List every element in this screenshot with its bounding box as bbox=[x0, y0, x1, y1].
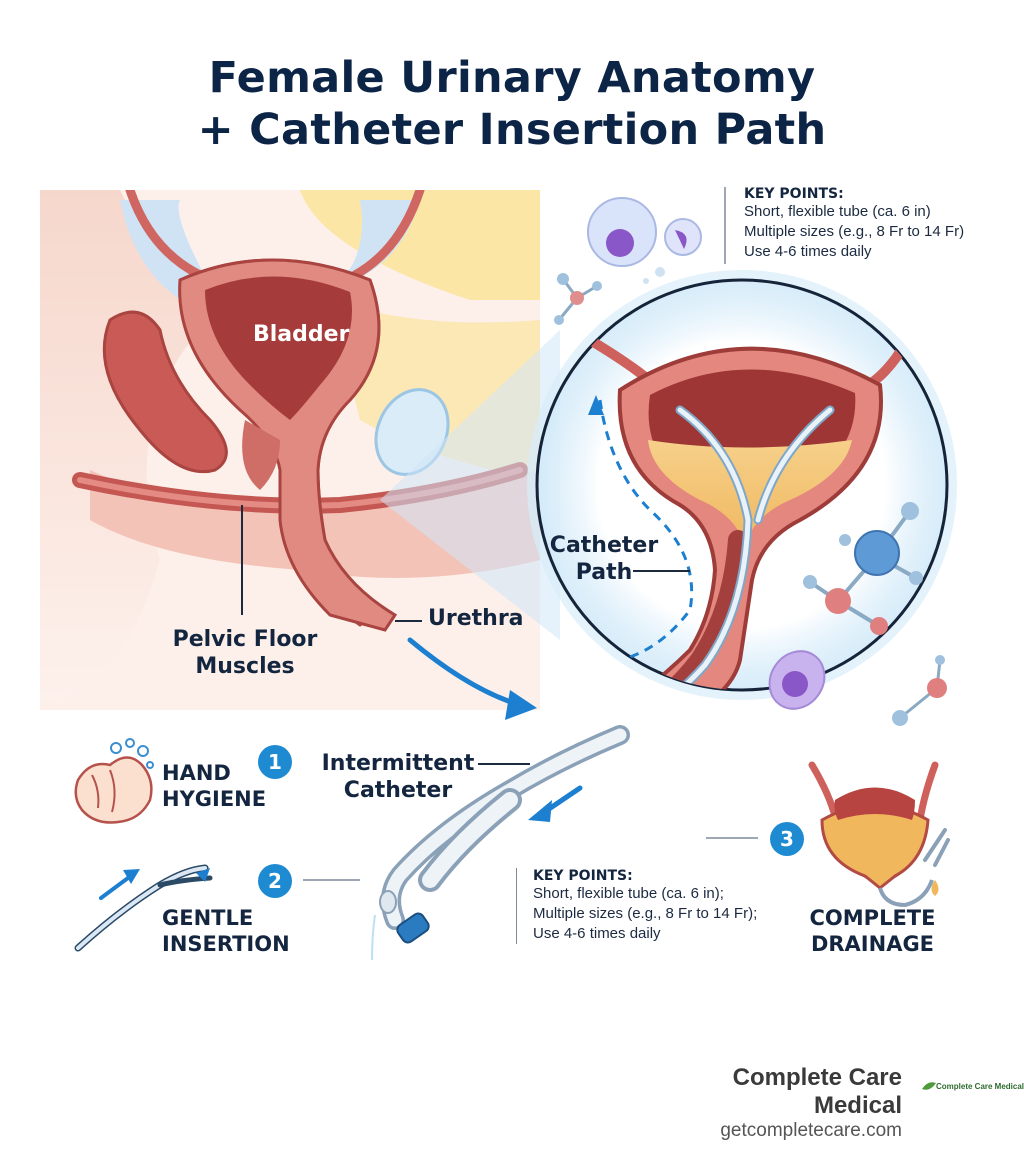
step-2-badge: 2 bbox=[258, 864, 292, 898]
intermittent-line-1: Intermittent bbox=[321, 751, 475, 776]
brand-logo: Complete Care Medical bbox=[936, 1082, 1024, 1091]
catheter-path-line-1: Catheter bbox=[549, 533, 659, 558]
brand-name: Complete Care Medical bbox=[732, 1064, 902, 1119]
pelvic-floor-line-1: Pelvic Floor bbox=[172, 627, 318, 652]
step-1-line-1: HAND bbox=[162, 761, 231, 785]
key-points-top-title: KEY POINTS: bbox=[744, 186, 844, 202]
brand-block: Complete Care Medical getcompletecare.co… bbox=[640, 1064, 902, 1142]
key-points-top-line-1: Short, flexible tube (ca. 6 in) bbox=[744, 203, 931, 220]
step-3-line-1: COMPLETE bbox=[809, 906, 936, 930]
drainage-bladder-icon bbox=[808, 761, 950, 908]
key-points-bottom-line-2: Multiple sizes (e.g., 8 Fr to 14 Fr); bbox=[533, 905, 758, 922]
catheter-path-line-2: Path bbox=[575, 560, 633, 585]
key-points-bottom-line-1: Short, flexible tube (ca. 6 in); bbox=[533, 885, 724, 902]
step-1-badge: 1 bbox=[258, 745, 292, 779]
step-3-badge: 3 bbox=[770, 822, 804, 856]
page-title: Female Urinary Anatomy + Catheter Insert… bbox=[0, 52, 1024, 156]
key-points-bottom-line-3: Use 4-6 times daily bbox=[533, 925, 661, 942]
intermittent-line-2: Catheter bbox=[343, 778, 453, 803]
path-arrow-head bbox=[588, 395, 604, 415]
urethra-label: Urethra bbox=[428, 606, 524, 631]
hand-washing-icon bbox=[74, 738, 154, 824]
catheter-insertion-icon bbox=[74, 864, 213, 952]
step-3-line-2: DRAINAGE bbox=[810, 932, 935, 956]
step-1-line-2: HYGIENE bbox=[162, 787, 267, 811]
key-points-bottom-title: KEY POINTS: bbox=[533, 868, 633, 884]
step-2-line-1: GENTLE bbox=[162, 906, 254, 930]
pelvic-floor-line-2: Muscles bbox=[195, 654, 295, 679]
step-2-label: GENTLE INSERTION bbox=[162, 905, 290, 957]
step-3-label: COMPLETE DRAINAGE bbox=[800, 905, 945, 957]
zoom-connector bbox=[380, 330, 560, 640]
intermittent-catheter-label: Intermittent Catheter bbox=[318, 750, 478, 804]
brand-url[interactable]: getcompletecare.com bbox=[720, 1120, 902, 1141]
pelvic-floor-label: Pelvic Floor Muscles bbox=[160, 626, 330, 680]
catheter-connector bbox=[396, 912, 430, 944]
key-points-top-line-2: Multiple sizes (e.g., 8 Fr to 14 Fr) bbox=[744, 223, 965, 240]
title-line-2: + Catheter Insertion Path bbox=[197, 105, 827, 155]
key-points-top: KEY POINTS: Short, flexible tube (ca. 6 … bbox=[744, 186, 964, 262]
title-line-1: Female Urinary Anatomy bbox=[208, 53, 816, 103]
logo-leaf-icon bbox=[922, 1082, 936, 1090]
step-2-line-2: INSERTION bbox=[162, 932, 290, 956]
key-points-bottom: KEY POINTS: Short, flexible tube (ca. 6 … bbox=[516, 868, 757, 944]
bladder-label: Bladder bbox=[253, 322, 350, 347]
key-points-top-line-3: Use 4-6 times daily bbox=[744, 243, 872, 260]
catheter-path-label: Catheter Path bbox=[540, 532, 668, 586]
step-1-label: HAND HYGIENE bbox=[162, 760, 266, 812]
cell-decorations bbox=[554, 197, 947, 726]
